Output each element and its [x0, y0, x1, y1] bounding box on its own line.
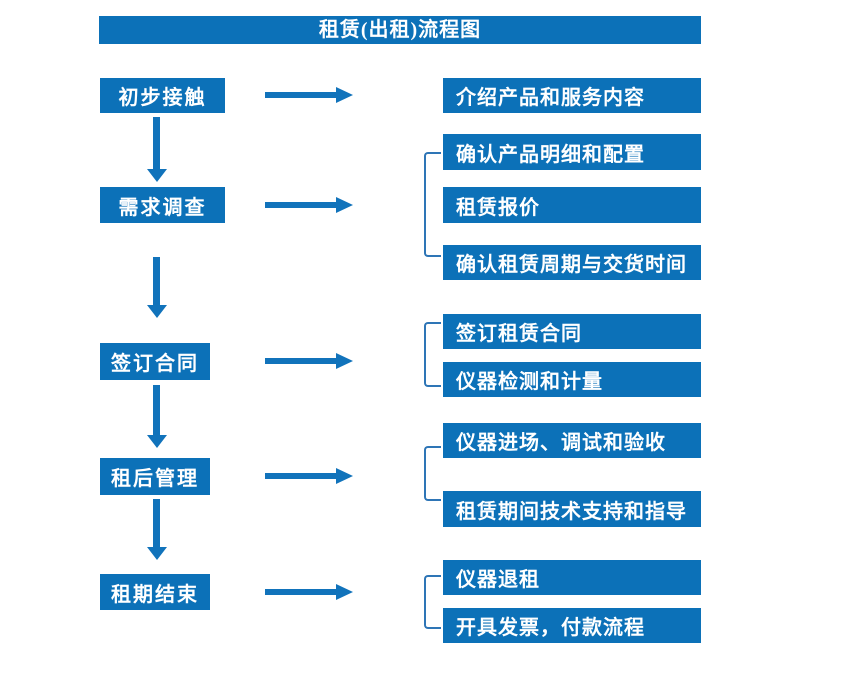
bracket-connector — [424, 575, 441, 629]
arrow-right-icon — [265, 353, 353, 369]
stage-box-post-rental-management: 租后管理 — [100, 458, 210, 495]
detail-box-confirm-rental-period: 确认租赁周期与交货时间 — [443, 245, 701, 280]
detail-box-rental-quote: 租赁报价 — [443, 187, 701, 223]
bracket-connector — [424, 446, 441, 501]
arrow-right-icon — [265, 197, 353, 213]
detail-box-instrument-arrival: 仪器进场、调试和验收 — [443, 423, 701, 458]
detail-box-confirm-product-details: 确认产品明细和配置 — [443, 134, 701, 170]
arrow-right-icon — [265, 87, 353, 103]
detail-box-instrument-testing: 仪器检测和计量 — [443, 362, 701, 397]
flowchart-title: 租赁(出租)流程图 — [99, 16, 701, 44]
detail-box-introduce-products: 介绍产品和服务内容 — [443, 78, 701, 113]
detail-box-instrument-return: 仪器退租 — [443, 560, 701, 595]
arrow-right-icon — [265, 468, 353, 484]
stage-box-demand-survey: 需求调查 — [100, 187, 225, 223]
stage-box-sign-contract: 签订合同 — [100, 343, 210, 380]
bracket-connector — [424, 152, 441, 257]
detail-box-sign-rental-contract: 签订租赁合同 — [443, 314, 701, 349]
arrow-down-icon — [147, 117, 167, 182]
arrow-right-icon — [265, 584, 353, 600]
stage-box-initial-contact: 初步接触 — [100, 78, 225, 113]
bracket-connector — [424, 322, 441, 387]
detail-box-technical-support: 租赁期间技术支持和指导 — [443, 491, 701, 527]
detail-box-invoice-payment: 开具发票，付款流程 — [443, 608, 701, 643]
arrow-down-icon — [147, 499, 167, 560]
stage-box-rental-end: 租期结束 — [100, 574, 210, 610]
arrow-down-icon — [147, 385, 167, 448]
arrow-down-icon — [147, 257, 167, 318]
